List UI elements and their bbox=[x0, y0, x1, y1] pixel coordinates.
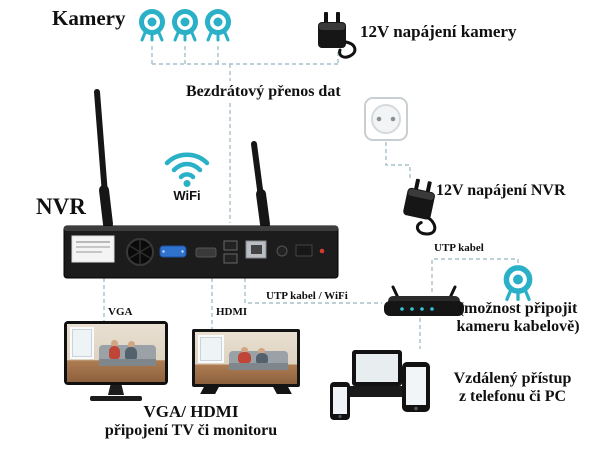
photo-person bbox=[108, 346, 121, 359]
utp-wifi-label: UTP kabel / WiFi bbox=[266, 290, 348, 302]
monitor-frame bbox=[64, 321, 168, 385]
nvr-label: NVR bbox=[36, 194, 86, 219]
photo-window bbox=[198, 335, 224, 364]
photo-person-head bbox=[258, 347, 266, 354]
photo-window bbox=[69, 327, 95, 359]
nvr-hdmi-port bbox=[195, 247, 217, 258]
nvr-power-adapter-icon bbox=[388, 173, 452, 244]
camera-power-adapter-icon bbox=[308, 10, 360, 62]
nvr-device bbox=[56, 78, 344, 284]
connector-socket-to-nvr-adapter bbox=[385, 142, 411, 178]
wireless-transfer-label: Bezdrátový přenos dat bbox=[186, 83, 341, 100]
wired-camera-note-line1: (možnost připojit bbox=[458, 300, 578, 317]
connector-cameras bbox=[151, 46, 219, 64]
nvr-power-label: 12V napájení NVR bbox=[436, 182, 566, 199]
connector-nvr-to-router bbox=[244, 278, 382, 304]
nvr-usb-port bbox=[223, 240, 238, 251]
photo-person bbox=[125, 347, 138, 360]
nvr-led bbox=[319, 248, 325, 254]
monitor-icon bbox=[64, 321, 168, 401]
remote-access-line1: Vzdálený přístup bbox=[453, 370, 572, 387]
utp-cable-label: UTP kabel bbox=[434, 242, 484, 254]
wifi-icon bbox=[162, 148, 212, 188]
nvr-switch bbox=[295, 244, 313, 257]
vga-label: VGA bbox=[108, 306, 133, 318]
cameras-label: Kamery bbox=[52, 6, 126, 30]
tv-caption-line2: připojení TV či monitoru bbox=[104, 421, 278, 439]
wifi-label: WiFi bbox=[173, 188, 201, 203]
nvr-sticker bbox=[71, 235, 115, 263]
monitor-stand bbox=[108, 385, 124, 395]
photo-person-head bbox=[127, 341, 135, 349]
wall-socket-icon bbox=[364, 97, 408, 141]
nvr-vga-port bbox=[159, 245, 187, 258]
monitor-screen-photo bbox=[67, 324, 165, 382]
photo-person-head bbox=[240, 346, 249, 353]
remote-access-caption: Vzdálený přístup z telefonu či PC bbox=[430, 370, 595, 407]
wired-camera-icon bbox=[501, 264, 535, 306]
photo-couch-front bbox=[99, 358, 157, 367]
photo-couch-front bbox=[228, 363, 288, 370]
wired-camera-note-line2: kameru kabelově) bbox=[456, 318, 580, 336]
camera-icon bbox=[203, 8, 233, 46]
tv-screen-photo bbox=[195, 332, 297, 384]
remote-access-line2: z telefonu či PC bbox=[458, 388, 567, 406]
nvr-power-jack bbox=[276, 245, 288, 257]
hdmi-label: HDMI bbox=[216, 306, 248, 318]
tv-caption: VGA/ HDMI připojení TV či monitoru bbox=[96, 402, 286, 440]
camera-icon bbox=[137, 8, 167, 46]
photo-person bbox=[255, 352, 268, 365]
wired-camera-note: (možnost připojit kameru kabelově) bbox=[438, 300, 598, 337]
camera-icon bbox=[170, 8, 200, 46]
monitor-base bbox=[90, 396, 142, 401]
connector-router-to-wired-camera bbox=[431, 258, 519, 292]
tv-caption-line1: VGA/ HDMI bbox=[143, 402, 239, 421]
remote-devices-icon bbox=[328, 350, 434, 422]
tv-leg bbox=[273, 387, 292, 394]
photo-person-head bbox=[111, 340, 118, 348]
tv-icon bbox=[192, 329, 300, 394]
camera-power-label: 12V napájení kamery bbox=[360, 22, 517, 41]
tv-frame bbox=[192, 329, 300, 394]
router-icon bbox=[380, 284, 468, 326]
photo-person bbox=[238, 351, 251, 364]
